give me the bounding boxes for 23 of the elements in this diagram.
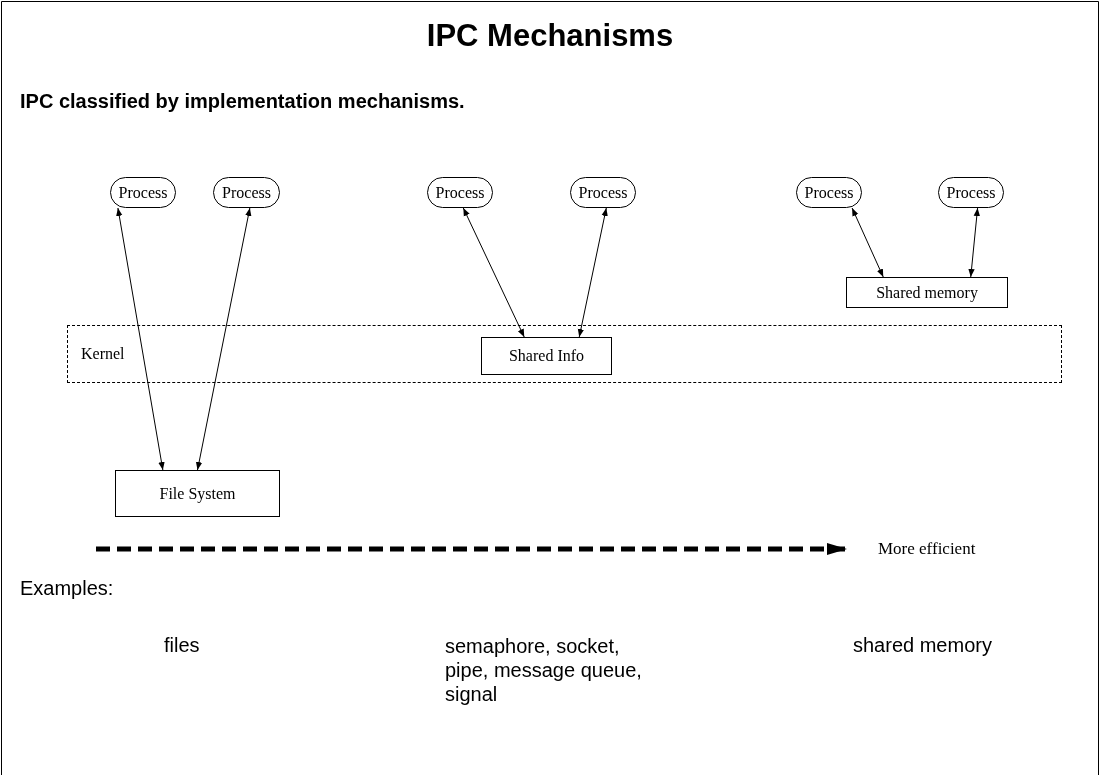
arrow (462, 207, 525, 338)
process-node: Process (938, 177, 1004, 208)
arrow (851, 207, 884, 278)
direction-label: More efficient (878, 539, 976, 559)
process-node: Process (427, 177, 493, 208)
arrow (968, 207, 980, 278)
process-node: Process (570, 177, 636, 208)
arrow (195, 207, 252, 471)
kernel-band: Kernel Shared Info (67, 325, 1062, 383)
example-text: shared memory (853, 634, 992, 657)
process-node: Process (213, 177, 280, 208)
process-box: Shared Info (481, 337, 612, 375)
process-box: Shared memory (846, 277, 1008, 308)
arrow (577, 207, 608, 338)
examples-heading: Examples: (20, 577, 114, 600)
example-text: semaphore, socket, pipe, message queue, signal (445, 634, 643, 706)
subtitle: IPC classified by implementation mechanisms. (20, 90, 465, 113)
process-node: Process (796, 177, 862, 208)
process-box: File System (115, 470, 280, 517)
process-node: Process (110, 177, 176, 208)
title: IPC Mechanisms (425, 18, 675, 54)
example-text: files (164, 634, 200, 657)
arrow (116, 207, 165, 471)
